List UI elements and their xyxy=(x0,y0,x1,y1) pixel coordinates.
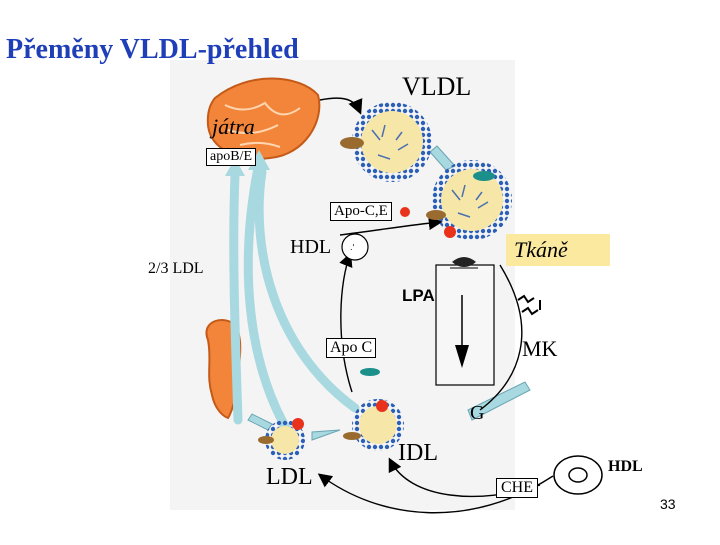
liver-label: játra xyxy=(212,114,255,139)
liver-icon xyxy=(206,77,321,160)
mk-label: MK xyxy=(522,336,558,361)
apo-e-icon xyxy=(400,207,410,217)
apo-c-label: Apo C xyxy=(326,338,377,358)
tissue-label: Tkáně xyxy=(506,234,610,266)
lpa-label: LPA xyxy=(402,286,435,305)
lipoprotein-particle-icon xyxy=(426,160,512,240)
fatty-acid-icon xyxy=(517,294,541,316)
cell-icon xyxy=(553,455,603,495)
page-title: Přeměny VLDL-přehled xyxy=(6,34,299,65)
flow-arrows xyxy=(247,145,531,441)
page-number: 33 xyxy=(660,496,676,512)
hdl-apo-arrow xyxy=(339,252,353,393)
lipoprotein-particle-icon xyxy=(343,399,404,451)
hdl-label: HDL xyxy=(290,236,332,258)
lipoprotein-particle-icon xyxy=(258,418,305,460)
apo-be-label: apoB/E xyxy=(206,148,256,166)
apo-ce-label: Apo-C,E xyxy=(330,202,392,221)
liver-to-vldl-arrow xyxy=(319,97,363,115)
che-label: CHE xyxy=(496,478,538,498)
idl-label: IDL xyxy=(398,440,438,466)
hdl-cell-label: HDL xyxy=(608,458,643,475)
apo-c-small-icon xyxy=(360,368,380,376)
ldl-fraction-label: 2/3 LDL xyxy=(148,260,204,277)
hdl-particle-icon: .' xyxy=(341,233,369,261)
vldl-label: VLDL xyxy=(402,72,472,101)
tissue-curve xyxy=(479,264,523,411)
ldl-label: LDL xyxy=(266,464,313,490)
apo-transfer-arrow xyxy=(339,216,443,236)
capillary-icon xyxy=(435,257,495,386)
lipoprotein-particle-icon xyxy=(340,102,432,182)
ldl-uptake-arrows xyxy=(229,163,360,440)
svg-text:.': .' xyxy=(350,243,355,252)
glycerol-label: G xyxy=(470,402,485,424)
